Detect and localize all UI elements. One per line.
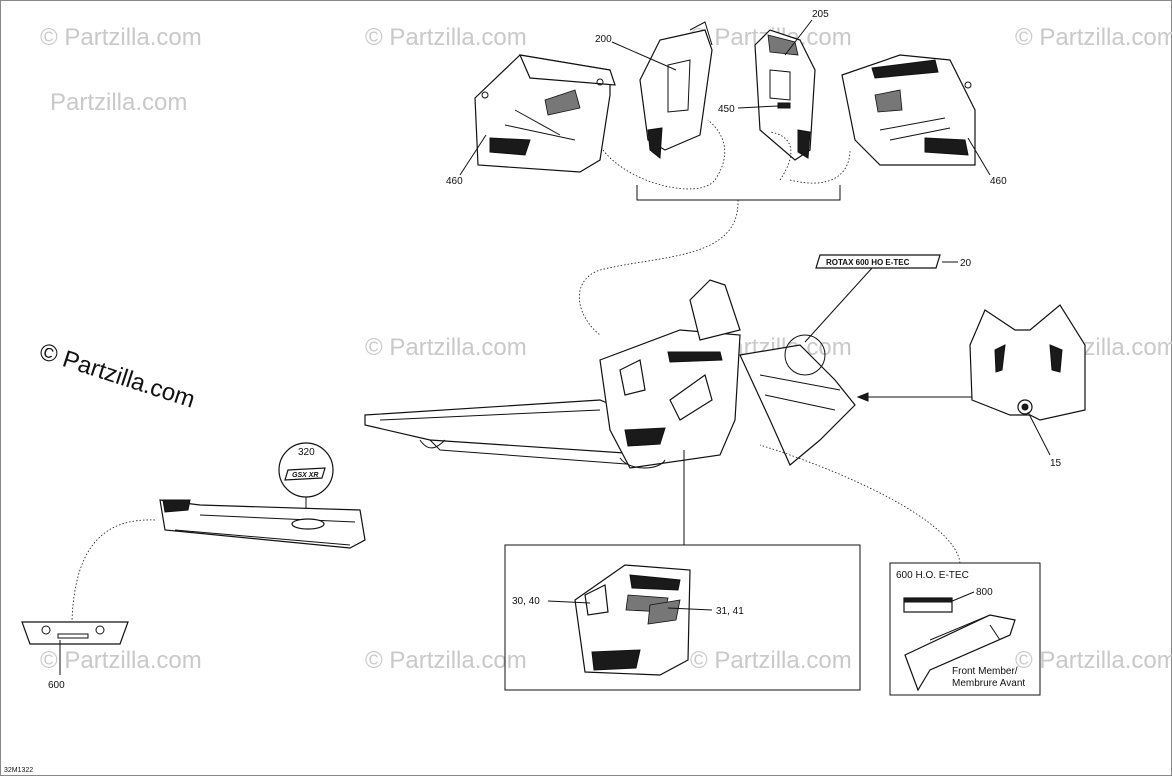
callout-460-left: 460 [446, 176, 463, 187]
callout-20: 20 [960, 258, 972, 269]
front-member-label-en: Front Member/ [952, 666, 1018, 677]
leader-line [547, 600, 591, 604]
inset-side-pan [504, 544, 861, 691]
callout-600: 600 [48, 680, 65, 691]
callout-320: 320 [298, 447, 315, 458]
leader-line [784, 19, 813, 56]
callout-200: 200 [595, 34, 612, 45]
badge-320: 320 GSX XR [278, 442, 334, 498]
watermark: © Partzilla.com [40, 647, 202, 674]
callout-450: 450 [718, 104, 735, 115]
hood-panel-right [754, 29, 816, 161]
inset-engine [889, 562, 1041, 696]
side-panel-left [474, 54, 616, 173]
callout-800: 800 [976, 587, 993, 598]
front-hood [969, 304, 1086, 421]
arrow-curve [71, 519, 156, 621]
leader-line [459, 134, 487, 176]
front-member-detail [903, 597, 1016, 692]
side-panel-right [841, 54, 976, 166]
rear-bumper [21, 621, 129, 645]
arrow-head [856, 392, 869, 402]
leader-line [804, 267, 873, 343]
leader-line [667, 607, 713, 611]
tunnel-extension [159, 499, 366, 549]
watermark: © Partzilla.com [1015, 24, 1172, 51]
rotax-decal-text: ROTAX 600 HO E-TEC [826, 258, 910, 267]
leader-line [737, 105, 779, 109]
arrow-curve [759, 444, 961, 564]
callout-15: 15 [1050, 458, 1062, 469]
badge-320-text: GSX XR [292, 472, 318, 479]
snowmobile-body [364, 279, 856, 469]
watermark: © Partzilla.com [365, 647, 527, 674]
hood-panel-left [639, 21, 713, 159]
leader-line [611, 41, 677, 71]
front-member-label-fr: Membrure Avant [952, 678, 1025, 689]
watermark: © Partzilla.com [40, 24, 202, 51]
leader-line [1027, 411, 1051, 456]
side-pan-detail [574, 564, 691, 676]
arrow-curve [769, 131, 851, 184]
callout-460-right: 460 [990, 176, 1007, 187]
watermark: Partzilla.com [50, 89, 187, 116]
inset-engine-title: 600 H.O. E-TEC [896, 570, 969, 581]
main-watermark: © Partzilla.com [36, 338, 198, 414]
leader-line [967, 137, 991, 176]
arrow-curve [578, 199, 739, 336]
callout-30-40: 30, 40 [512, 596, 540, 607]
watermark: © Partzilla.com [690, 647, 852, 674]
watermark: © Partzilla.com [365, 334, 527, 361]
group-bracket [636, 185, 841, 201]
callout-31-41: 31, 41 [716, 606, 744, 617]
watermark: © Partzilla.com [1015, 647, 1172, 674]
diagram-id: 32M1322 [4, 767, 33, 774]
watermark: © Partzilla.com [365, 24, 527, 51]
callout-205: 205 [812, 9, 829, 20]
rotax-engine-decal: ROTAX 600 HO E-TEC [815, 254, 941, 269]
